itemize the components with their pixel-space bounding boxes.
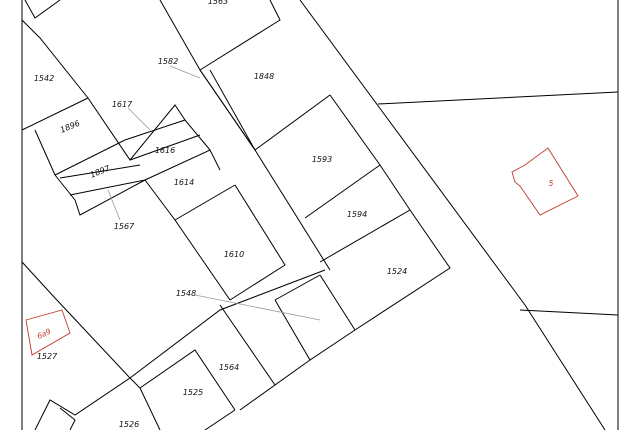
parcel-label-1616: 1616 xyxy=(155,146,175,155)
building-5-outline xyxy=(511,147,579,216)
parcel-label-1564: 1564 xyxy=(219,363,239,372)
parcel-label-1525: 1525 xyxy=(183,388,203,397)
building-label-6a9: 6a9 xyxy=(36,327,53,341)
parcel-label-1896: 1896 xyxy=(59,119,81,135)
building-label-5: 5 xyxy=(549,179,554,188)
parcel-label-1582: 1582 xyxy=(158,57,178,66)
parcel-label-1527: 1527 xyxy=(37,352,58,361)
parcel-label-1848: 1848 xyxy=(254,72,274,81)
parcel-label-1542: 1542 xyxy=(34,74,54,83)
parcel-label-1567: 1567 xyxy=(114,222,135,231)
parcel-label-1897: 1897 xyxy=(89,163,112,179)
parcel-label-1524: 1524 xyxy=(387,267,407,276)
parcel-labels: 1563 1582 1848 1542 1617 1896 1616 1897 … xyxy=(34,0,407,429)
parcel-label-1594: 1594 xyxy=(347,210,367,219)
building-outlines xyxy=(25,147,579,356)
leader-lines xyxy=(107,65,321,321)
parcel-label-1617: 1617 xyxy=(112,100,133,109)
parcel-label-1610: 1610 xyxy=(224,250,244,259)
parcel-label-1593: 1593 xyxy=(312,155,332,164)
parcel-boundaries xyxy=(21,0,619,430)
parcel-label-1563: 1563 xyxy=(208,0,228,6)
building-6a9-outline xyxy=(25,309,71,356)
parcel-label-1548: 1548 xyxy=(176,289,196,298)
parcel-label-1614: 1614 xyxy=(174,178,194,187)
parcel-label-1526: 1526 xyxy=(119,420,139,429)
